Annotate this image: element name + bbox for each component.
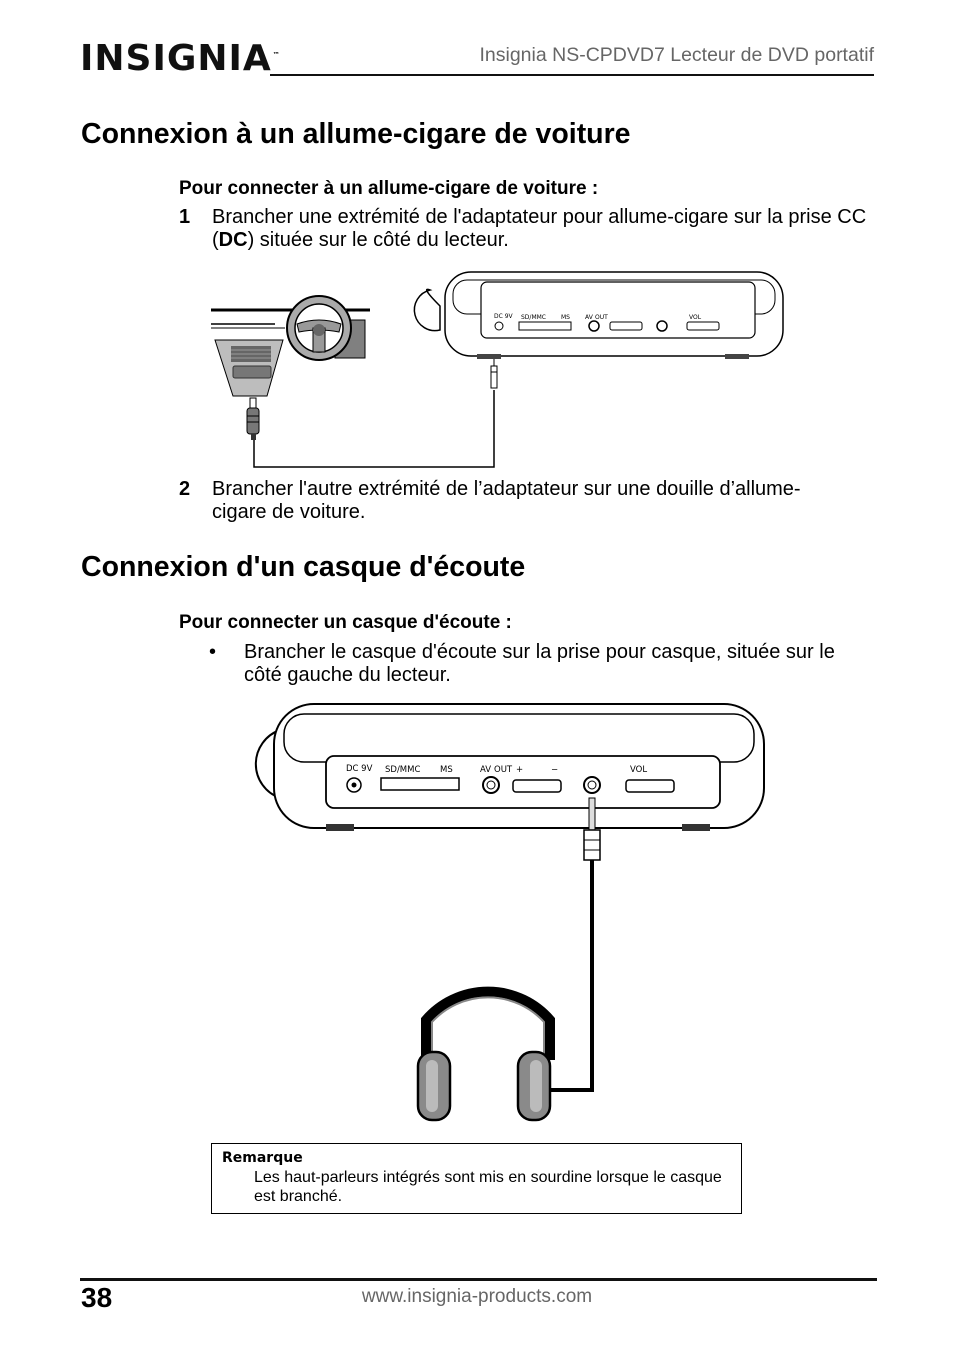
car-lighter-plug — [246, 397, 260, 440]
dvd-player-small: DC 9V SD/MMC MS AV OUT VOL — [413, 271, 784, 359]
ms-label-small: MS — [561, 314, 570, 321]
headphones-diagram: DC 9V SD/MMC MS AV OUT + − VOL — [254, 703, 765, 1122]
step-1-text-bold: DC — [218, 229, 248, 251]
av-label: AV — [480, 765, 491, 775]
step-2-number: 2 — [179, 478, 191, 500]
footer-url: www.insignia-products.com — [361, 1286, 593, 1307]
car-lighter-diagram: DC 9V SD/MMC MS AV OUT VOL — [211, 271, 784, 468]
section-heading-headphones: Connexion d'un casque d'écoute — [81, 551, 526, 583]
dc-label-small: DC 9V — [494, 313, 514, 320]
header-rule — [270, 74, 874, 76]
car-dashboard-illustration — [211, 295, 370, 397]
card-label: SD/MMC — [385, 765, 420, 775]
headphones-illustration — [416, 986, 555, 1122]
step-1-text: Brancher une extrémité de l'adaptateur p… — [212, 206, 872, 252]
page-number: 38 — [81, 1282, 113, 1313]
section-heading-car-lighter: Connexion à un allume-cigare de voiture — [81, 118, 631, 150]
note-text: Les haut-parleurs intégrés sont mis en s… — [254, 1169, 722, 1205]
out-label-small: OUT — [595, 314, 608, 321]
headphone-cable — [546, 860, 594, 1092]
subheading-car-lighter: Pour connecter à un allume-cigare de voi… — [179, 178, 599, 199]
note-box: Remarque Les haut-parleurs intégrés sont… — [211, 1143, 742, 1214]
header-title: Insignia NS-CPDVD7 Lecteur de DVD portat… — [479, 44, 874, 66]
dc-label: DC 9V — [346, 764, 373, 774]
vol-label-small: VOL — [689, 314, 702, 321]
adapter-cable — [253, 390, 495, 468]
ms-label: MS — [440, 765, 453, 775]
vol-label: VOL — [630, 765, 647, 775]
dvd-player-large: DC 9V SD/MMC MS AV OUT + − VOL — [254, 703, 765, 831]
brand-logo: INSIGNIA™ — [80, 38, 280, 79]
footer-rule — [80, 1278, 877, 1281]
trademark-symbol: ™ — [272, 51, 280, 59]
brand-name: INSIGNIA — [80, 38, 272, 79]
subheading-headphones: Pour connecter un casque d'écoute : — [179, 612, 512, 633]
minus-label: − — [551, 765, 558, 775]
plus-label: + — [516, 765, 523, 775]
step-1-number: 1 — [179, 206, 191, 228]
dc-plug — [490, 358, 498, 389]
note-title: Remarque — [222, 1150, 303, 1166]
bullet-text: Brancher le casque d'écoute sur la prise… — [244, 641, 835, 686]
step-2-text: Brancher l'autre extrémité de l’adaptate… — [212, 478, 801, 523]
card-label-small: SD/MMC — [521, 314, 546, 321]
step-1-text-after: ) située sur le côté du lecteur. — [247, 229, 509, 251]
av-label-small: AV — [585, 314, 594, 321]
step-1-text-before: Brancher une extrémité de l'adaptateur p… — [212, 206, 867, 251]
bullet-symbol: • — [209, 641, 217, 663]
out-label: OUT — [494, 765, 513, 775]
